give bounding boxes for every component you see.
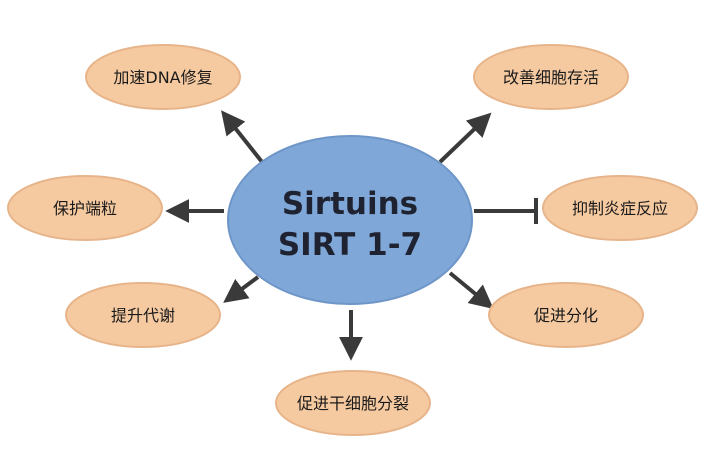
inhibit-to-inflammation	[474, 198, 538, 224]
connectors	[165, 110, 538, 361]
center-title: Sirtuins	[282, 186, 418, 222]
node-inflammation: 抑制炎症反应	[542, 175, 698, 241]
arrow-to-cell-survival	[438, 112, 492, 164]
node-label-differentiation: 促进分化	[534, 306, 598, 325]
arrow-to-metabolism	[223, 275, 260, 303]
arrow-to-dna-repair	[221, 110, 264, 164]
node-label-inflammation: 抑制炎症反应	[572, 199, 668, 218]
node-metabolism: 提升代谢	[65, 282, 221, 348]
node-label-metabolism: 提升代谢	[111, 306, 175, 325]
node-label-telomere: 保护端粒	[53, 199, 117, 218]
node-label-stem-cell: 促进干细胞分裂	[297, 394, 409, 413]
center-node: Sirtuins SIRT 1-7	[227, 135, 473, 305]
node-cell-survival: 改善细胞存活	[473, 44, 629, 110]
node-label-dna-repair: 加速DNA修复	[113, 68, 212, 87]
node-dna-repair: 加速DNA修复	[85, 44, 241, 110]
node-stem-cell: 促进干细胞分裂	[275, 370, 431, 436]
node-differentiation: 促进分化	[488, 282, 644, 348]
arrow-to-differentiation	[448, 271, 494, 310]
node-label-cell-survival: 改善细胞存活	[503, 68, 599, 87]
node-telomere: 保护端粒	[7, 175, 163, 241]
center-subtitle: SIRT 1-7	[278, 227, 422, 263]
